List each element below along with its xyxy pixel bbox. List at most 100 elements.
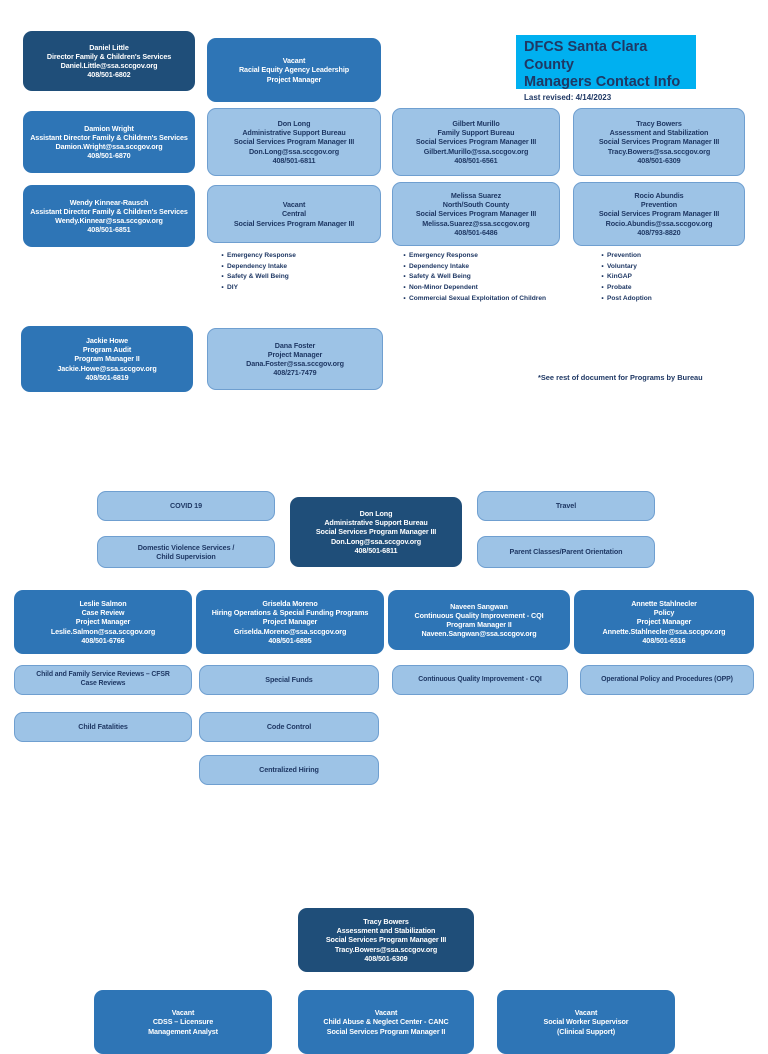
org-box-detail: Don.Long@ssa.sccgov.org bbox=[248, 146, 340, 156]
org-box-name: Vacant bbox=[374, 1008, 398, 1018]
org-box-name: Wendy Kinnear-Rausch bbox=[69, 197, 149, 207]
org-box-detail: Gilbert.Murillo@ssa.sccgov.org bbox=[423, 146, 529, 156]
org-box-detail: Administrative Support Bureau bbox=[242, 128, 346, 138]
org-box-name: Daniel Little bbox=[89, 42, 129, 52]
org-box-detail: Social Services Program Manager III bbox=[415, 209, 537, 219]
org-box-name: Naveen Sangwan bbox=[450, 601, 508, 611]
bullet-list-central-programs: •Emergency Response•Dependency Intake•Sa… bbox=[218, 251, 378, 294]
bullet-dot-icon: • bbox=[221, 284, 224, 292]
programs-by-bureau-footnote: *See rest of document for Programs by Bu… bbox=[538, 373, 703, 382]
org-box-detail: Racial Equity Agency Leadership bbox=[238, 65, 350, 75]
bullet-dot-icon: • bbox=[403, 262, 406, 270]
org-box-detail: 408/271-7479 bbox=[273, 368, 317, 378]
org-box-detail: Social Services Program Manager III bbox=[315, 527, 437, 537]
bullet-item: •KinGAP bbox=[598, 272, 748, 283]
org-box-name: Operational Policy and Procedures (OPP) bbox=[601, 675, 733, 683]
org-box-name: Special Funds bbox=[265, 675, 313, 685]
org-box-name: Centralized Hiring bbox=[259, 765, 319, 775]
bullet-label: Prevention bbox=[607, 252, 642, 259]
bullet-dot-icon: • bbox=[403, 284, 406, 292]
org-box-name: Vacant bbox=[282, 200, 306, 210]
org-box-detail: Administrative Support Bureau bbox=[324, 518, 428, 528]
org-box-detail: Damion.Wright@ssa.sccgov.org bbox=[55, 142, 163, 151]
org-box-name: Tracy Bowers bbox=[363, 916, 409, 926]
org-box-detail: Tracy.Bowers@ssa.sccgov.org bbox=[334, 944, 438, 954]
org-box-detail: Griselda.Moreno@ssa.sccgov.org bbox=[233, 626, 347, 636]
org-box-name: Code Control bbox=[266, 722, 312, 732]
org-box-detail: 408/501-6561 bbox=[454, 155, 498, 165]
org-box-covid-19: COVID 19 bbox=[97, 491, 275, 521]
bullet-label: Probate bbox=[607, 284, 632, 292]
bullet-label: DIY bbox=[227, 284, 238, 292]
org-box-detail: Project Manager bbox=[75, 617, 131, 627]
bullet-dot-icon: • bbox=[221, 273, 224, 281]
org-box-detail: Project Manager bbox=[266, 74, 322, 84]
bullet-item: •Voluntary bbox=[598, 262, 748, 273]
org-box-name: Don Long bbox=[359, 508, 393, 518]
org-box-child-fatalities: Child Fatalities bbox=[14, 712, 192, 742]
org-box-detail: Social Services Program Manager III bbox=[415, 137, 537, 147]
org-box-detail: (Clinical Support) bbox=[556, 1026, 616, 1036]
bullet-label: KinGAP bbox=[607, 273, 632, 281]
org-box-detail: Hiring Operations & Special Funding Prog… bbox=[211, 608, 369, 618]
banner-title-line2: Managers Contact Info bbox=[524, 74, 681, 91]
org-box-detail: 408/501-6766 bbox=[81, 635, 125, 645]
bullet-item: •Safety & Well Being bbox=[218, 272, 378, 283]
org-box-detail: Assessment and Stabilization bbox=[609, 128, 709, 138]
bullet-dot-icon: • bbox=[221, 262, 224, 270]
org-box-detail: 408/501-6819 bbox=[85, 372, 129, 382]
org-box-name: COVID 19 bbox=[170, 501, 202, 511]
bullet-item: •Dependency Intake bbox=[218, 262, 378, 273]
org-box-detail: 408/501-6895 bbox=[268, 635, 312, 645]
org-box-detail: Social Worker Supervisor bbox=[543, 1017, 629, 1027]
org-box-detail: Policy bbox=[653, 608, 675, 618]
org-box-cqi-program: Continuous Quality Improvement - CQI bbox=[392, 665, 568, 695]
bullet-item: •Emergency Response bbox=[218, 251, 378, 262]
org-box-detail: Family Support Bureau bbox=[437, 128, 515, 138]
org-box-name: Leslie Salmon bbox=[79, 598, 127, 608]
bullet-label: Emergency Response bbox=[227, 252, 296, 259]
banner-title-line1: DFCS Santa Clara County bbox=[524, 39, 648, 73]
org-box-travel: Travel bbox=[477, 491, 655, 521]
org-box-detail: Social Services Program Manager III bbox=[598, 209, 720, 219]
bullet-item: •Prevention bbox=[598, 251, 748, 262]
org-box-detail: 408/501-6516 bbox=[642, 635, 686, 645]
bullet-list-north-south-county-programs: •Emergency Response•Dependency Intake•Sa… bbox=[400, 251, 580, 304]
bullet-item: •Non-Minor Dependent bbox=[400, 283, 580, 294]
org-box-detail: 408/501-6811 bbox=[272, 155, 316, 165]
org-box-name: Tracy Bowers bbox=[636, 118, 682, 128]
org-box-name: Dana Foster bbox=[274, 340, 316, 350]
org-box-detail: Jackie.Howe@ssa.sccgov.org bbox=[57, 363, 157, 373]
org-chart-canvas: DFCS Santa Clara County Managers Contact… bbox=[14, 31, 754, 1054]
org-box-detail: 408/501-6851 bbox=[87, 225, 131, 235]
bullet-dot-icon: • bbox=[601, 294, 604, 302]
org-box-detail: North/South County bbox=[442, 200, 510, 210]
org-box-detail: Rocio.Abundis@ssa.sccgov.org bbox=[605, 218, 713, 228]
bullet-label: Dependency Intake bbox=[409, 262, 470, 270]
org-box-name: Vacant bbox=[171, 1008, 195, 1018]
org-box-name: Gilbert Murillo bbox=[452, 118, 500, 128]
bullet-label: Dependency Intake bbox=[227, 262, 288, 270]
org-box-name: Domestic Violence Services / bbox=[137, 542, 235, 552]
org-box-name: Annette Stahlnecler bbox=[631, 598, 697, 608]
org-box-detail: Central bbox=[281, 209, 307, 219]
bullet-dot-icon: • bbox=[221, 252, 224, 259]
org-box-detail: Social Services Program Manager II bbox=[326, 1026, 446, 1036]
org-box-detail: Tracy.Bowers@ssa.sccgov.org bbox=[607, 146, 711, 156]
org-box-detail: Dana.Foster@ssa.sccgov.org bbox=[246, 359, 344, 368]
page-title-banner: DFCS Santa Clara County Managers Contact… bbox=[516, 35, 696, 102]
org-box-operational-policy-procedures: Operational Policy and Procedures (OPP) bbox=[580, 665, 754, 695]
